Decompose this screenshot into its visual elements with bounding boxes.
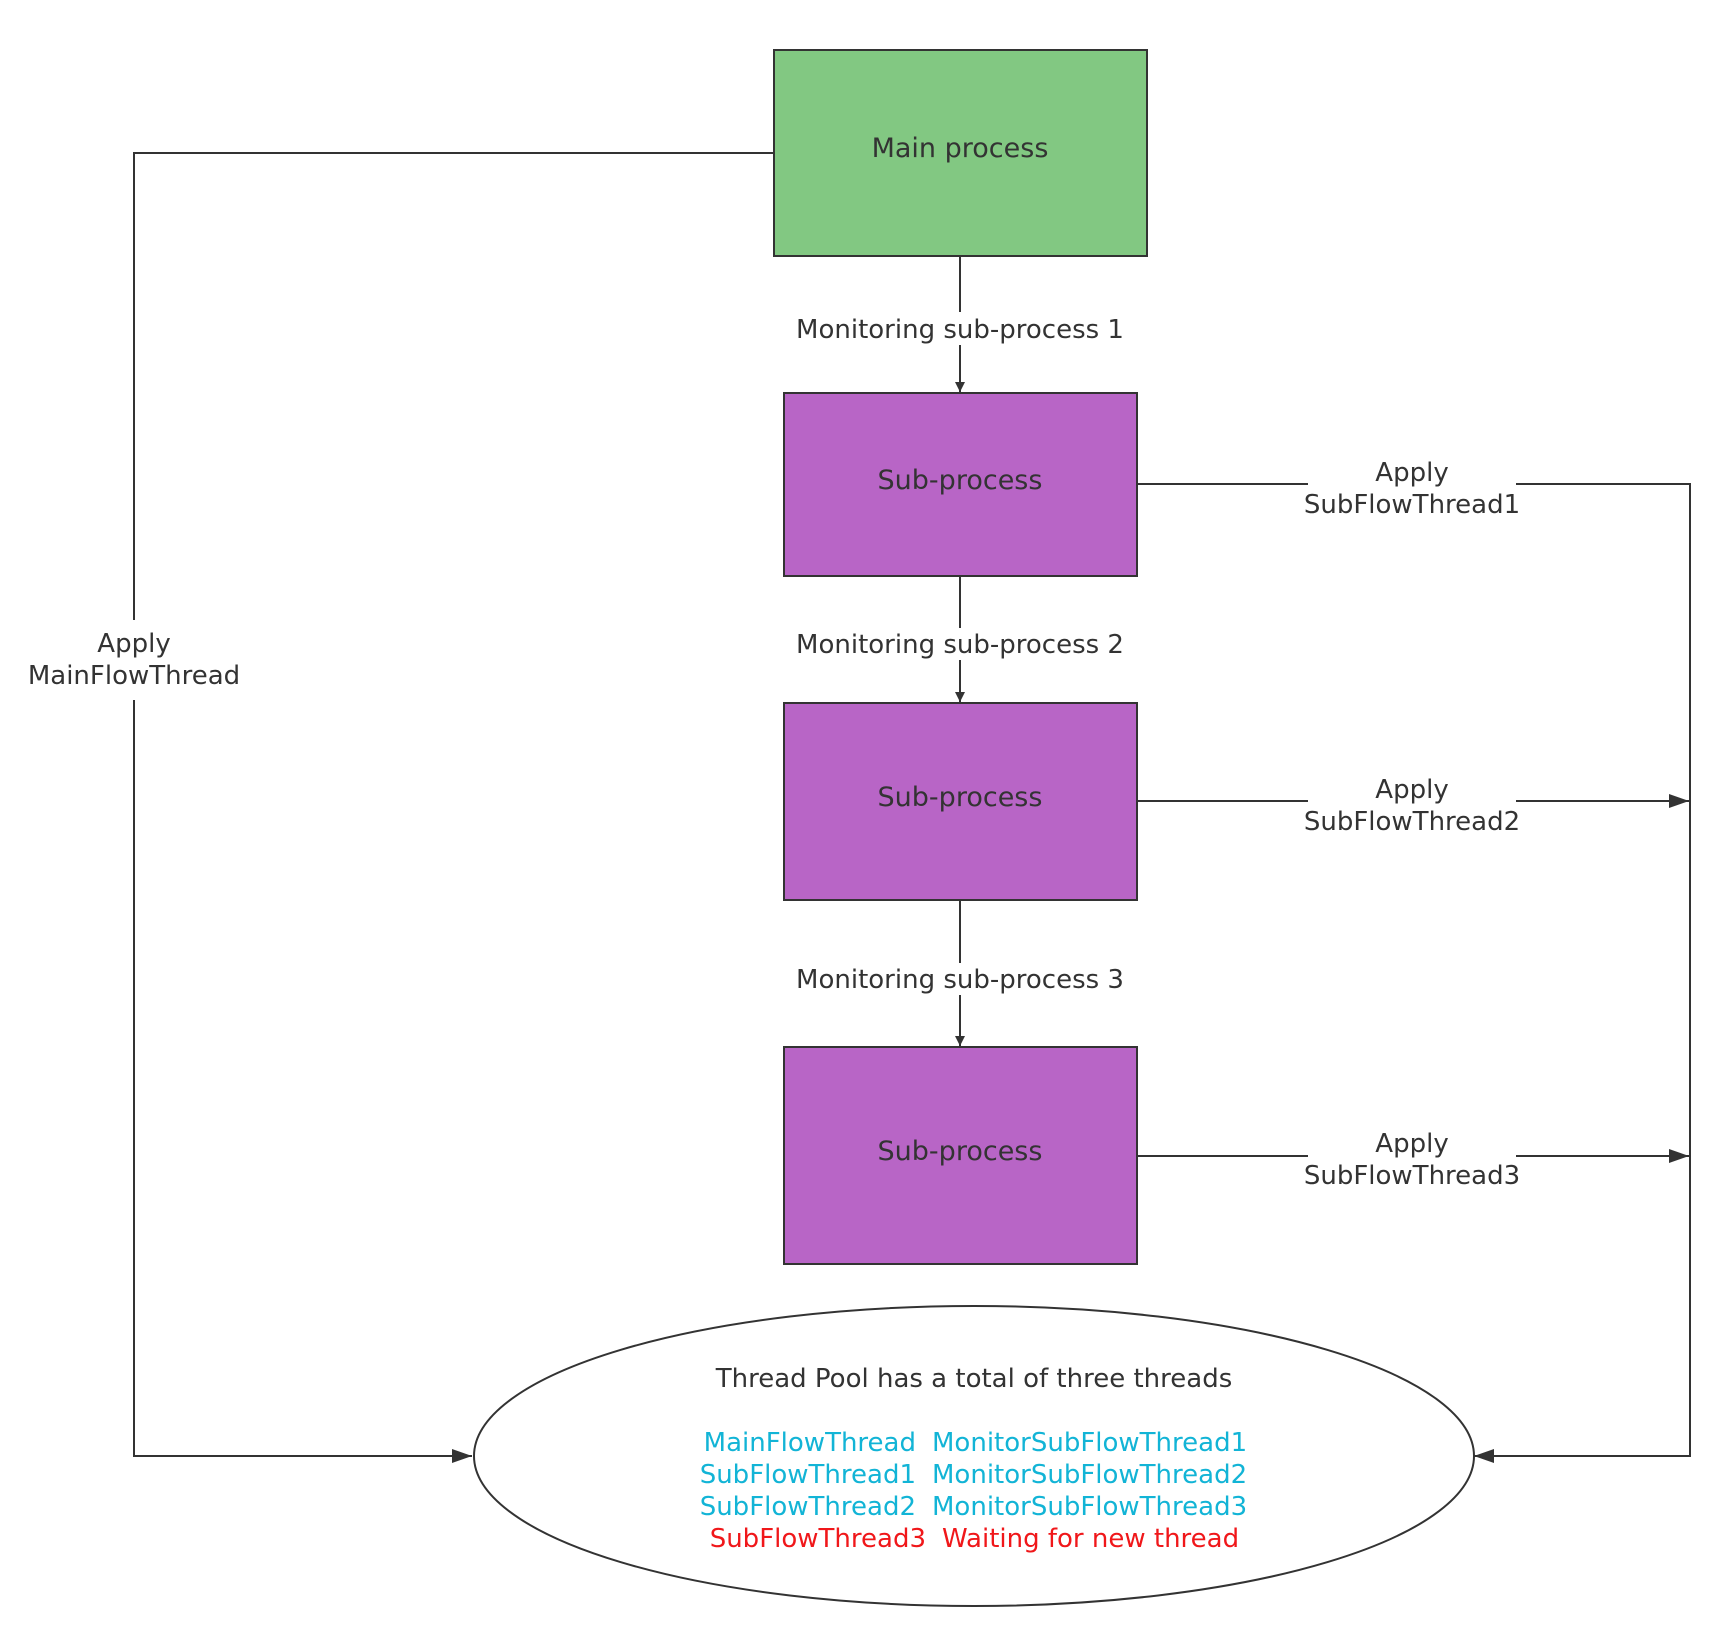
thread-pool-ellipse [473,1305,1475,1607]
pool-row-2-left: SubFlowThread1 [700,1460,916,1490]
pool-row-4-left: SubFlowThread3 [710,1524,926,1554]
thread-pool-title: Thread Pool has a total of three threads [715,1364,1233,1394]
apply-main-connector-bottom [133,700,472,1463]
monitor-label-3: Monitoring sub-process 3 [796,965,1124,995]
pool-row-2-right: MonitorSubFlowThread2 [932,1460,1247,1490]
pool-row-3-left: SubFlowThread2 [700,1492,916,1522]
sub-process-box-2 [783,702,1138,901]
apply-sub1-connector-right [1474,483,1691,1463]
apply-sub2-label-line2: SubFlowThread2 [1304,807,1520,837]
pool-row-4-right: Waiting for new thread [942,1524,1239,1554]
apply-main-label-line2: MainFlowThread [28,661,240,691]
apply-sub3-label-line1: Apply [1375,1129,1448,1159]
pool-row-1-right: MonitorSubFlowThread1 [932,1428,1247,1458]
sub-process-box-1 [783,392,1138,577]
sub-process-box-3 [783,1046,1138,1265]
apply-sub3-label-line2: SubFlowThread3 [1304,1161,1520,1191]
main-process-label: Main process [872,133,1049,164]
monitor-label-2: Monitoring sub-process 2 [796,630,1124,660]
monitor-label-1: Monitoring sub-process 1 [796,315,1124,345]
apply-sub1-label-line2: SubFlowThread1 [1304,490,1520,520]
sub-process-label-2: Sub-process [878,782,1043,813]
pool-row-1-left: MainFlowThread [704,1428,916,1458]
sub-process-label-1: Sub-process [878,465,1043,496]
sub-process-label-3: Sub-process [878,1136,1043,1167]
main-process-box [773,49,1148,257]
apply-sub2-label-line1: Apply [1375,775,1448,805]
apply-main-connector-top [133,152,774,620]
apply-main-label-line1: Apply [97,629,170,659]
pool-row-3-right: MonitorSubFlowThread3 [932,1492,1247,1522]
apply-sub1-label-line1: Apply [1375,458,1448,488]
